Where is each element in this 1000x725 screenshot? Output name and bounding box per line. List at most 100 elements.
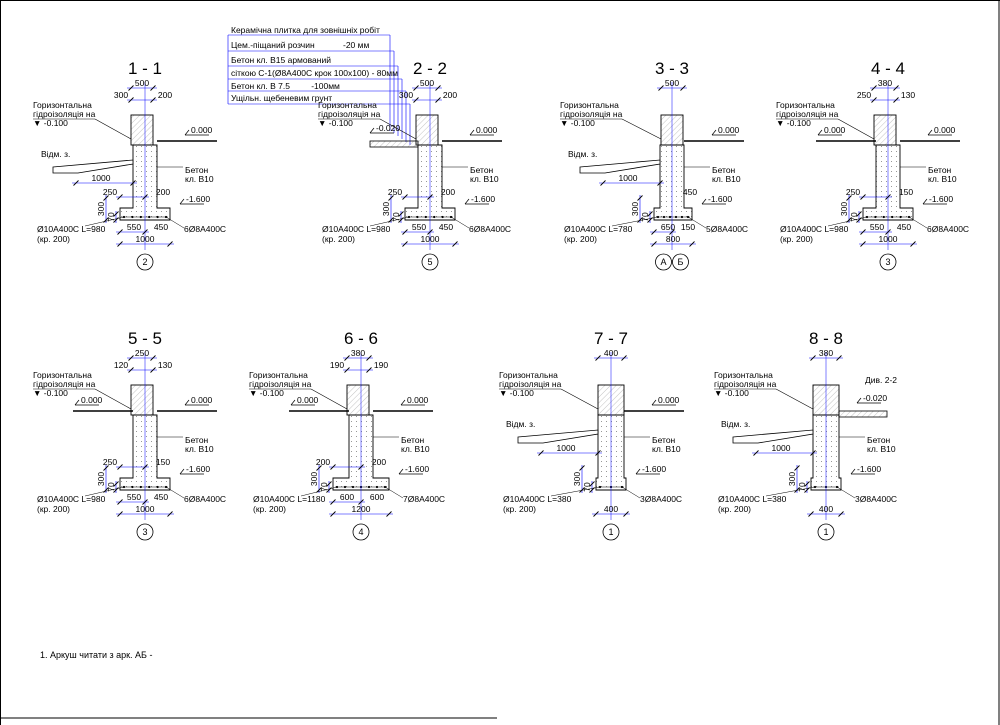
axis-marker-circle [421, 253, 439, 271]
dim-label: 250 [135, 348, 149, 358]
rebar-step-label: (кр. 200) [718, 504, 751, 514]
dim-label-vert: 70 [797, 482, 807, 492]
concrete-label-1: Бетон [185, 165, 209, 175]
leader [775, 388, 814, 410]
hydro-label-2: гідроізоляція на [318, 109, 381, 119]
leader [310, 388, 348, 410]
dim-label: 380 [351, 348, 365, 358]
dim-label-vert: 70 [391, 212, 401, 222]
dim-tick [167, 511, 173, 517]
section-title: 2 - 2 [413, 59, 447, 78]
dim-tick [113, 481, 119, 487]
dim-tick [398, 211, 404, 217]
dim-tick [366, 355, 372, 361]
dim-label: 550 [412, 222, 426, 232]
hydro-label-2: гідроізоляція на [33, 109, 96, 119]
dim-label: 450 [897, 222, 911, 232]
dim-tick [344, 367, 350, 373]
hydro-label-1: Горизонтальна [714, 370, 773, 380]
hydro-label-2: гідроізоляція на [249, 379, 312, 389]
brick-wall [130, 384, 154, 416]
dim-tick [167, 241, 173, 247]
level-label: 0.000 [824, 125, 846, 135]
axis-marker-circle [879, 253, 897, 271]
dim-label-vert: 300 [630, 202, 640, 216]
rebar-label: 7Ø8А400С [403, 494, 445, 504]
pin-rebar-label: Ø10А400С L=780 [564, 224, 633, 234]
pin-rebar-label: Ø10А400С L=980 [780, 224, 849, 234]
dim-tick [860, 241, 866, 247]
dim-tick [637, 195, 643, 201]
hydro-label-3: ▼ -0.100 [33, 388, 68, 398]
dim-label: 250 [103, 457, 117, 467]
floor-slab [369, 140, 419, 148]
leader [550, 486, 601, 497]
dim-label-vert: 300 [839, 202, 849, 216]
level-label: 0.000 [81, 395, 103, 405]
rebar-step-label: (кр. 200) [780, 234, 813, 244]
level-tick [817, 129, 823, 136]
legend-line-3: Бетон кл. В15 армований [231, 55, 331, 65]
dim-label-vert: 70 [106, 212, 116, 222]
dim-label: 190 [374, 360, 388, 370]
section-title: 4 - 4 [871, 59, 905, 78]
leader [94, 118, 132, 140]
dim-label: 200 [443, 90, 457, 100]
level-label: 0.000 [476, 125, 498, 135]
hydro-label-3: ▼ -0.100 [560, 118, 595, 128]
legend-line-4: сіткою С-1(Ø8А400С крок 100х100) - 80мм [231, 68, 398, 78]
section-title: 6 - 6 [344, 329, 378, 348]
hydro-label-2: гідроізоляція на [499, 379, 562, 389]
level-tick [398, 468, 404, 475]
dim-tick [150, 85, 156, 91]
axis-marker-circle [817, 523, 835, 541]
dim-tick [435, 97, 441, 103]
concrete-label-2: кл. В10 [712, 174, 741, 184]
axis-marker-label: А [660, 257, 666, 267]
dim-label: 400 [604, 348, 618, 358]
dim-tick [810, 450, 816, 456]
hydro-label-2: гідроізоляція на [776, 109, 839, 119]
dim-label-vert: 300 [787, 472, 797, 486]
rebar-step-label: (кр. 200) [37, 234, 70, 244]
dim-tick [344, 355, 350, 361]
dim-tick [117, 229, 123, 235]
dim-tick [593, 511, 599, 517]
level-tick [184, 399, 190, 406]
dim-tick [427, 229, 433, 235]
dim-tick [128, 355, 134, 361]
dim-tick [893, 85, 899, 91]
rebar-step-label: (кр. 200) [37, 504, 70, 514]
dim-tick [388, 195, 394, 201]
level-tick [369, 127, 375, 134]
hydro-label-3: ▼ -0.100 [33, 118, 68, 128]
dim-tick [117, 511, 123, 517]
dim-tick [386, 511, 392, 517]
dim-label: 150 [899, 187, 913, 197]
concrete-label-2: кл. В10 [185, 174, 214, 184]
level-label: -1.600 [929, 194, 953, 204]
level-tick [850, 468, 856, 475]
dim-tick [142, 194, 148, 200]
blind-area-label: Відм. з. [721, 419, 750, 429]
rebar-step-label: (кр. 200) [564, 234, 597, 244]
dim-tick [689, 241, 695, 247]
dim-label: 450 [154, 492, 168, 502]
leader [765, 486, 816, 497]
concrete-foundation [653, 144, 693, 221]
dim-label: 1000 [92, 173, 111, 183]
dim-label: 300 [114, 90, 128, 100]
level-tick [464, 198, 470, 205]
level-tick [711, 129, 717, 136]
dim-tick [150, 97, 156, 103]
level-tick [701, 198, 707, 205]
level-label: -1.600 [186, 464, 210, 474]
leader [836, 486, 856, 499]
leader [165, 486, 185, 499]
rebar-step-label: (кр. 200) [253, 504, 286, 514]
dim-tick [589, 481, 595, 487]
